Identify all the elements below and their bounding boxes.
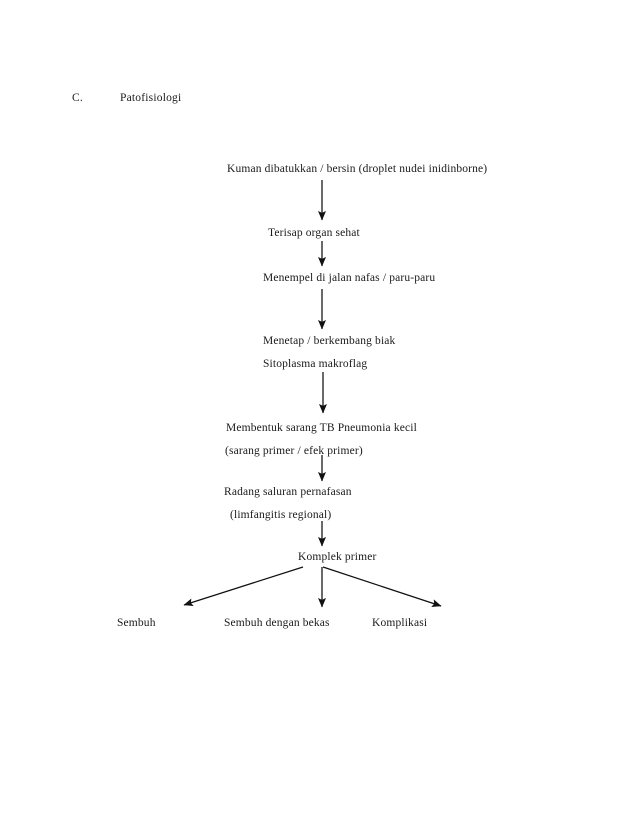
node-inflammation-detail: (limfangitis regional) (230, 509, 332, 521)
section-letter: C. (72, 92, 83, 104)
node-complication: Komplikasi (372, 617, 428, 629)
node-healed-with-scar: Sembuh dengan bekas (224, 617, 330, 629)
node-absorb: Terisap organ sehat (268, 227, 360, 239)
arrow-complex-to-heal (183, 566, 304, 607)
node-primary-complex: Komplek primer (298, 551, 377, 563)
node-settle: Menetap / berkembang biak (263, 335, 396, 347)
node-attach: Menempel di jalan nafas / paru-paru (263, 272, 436, 284)
section-title: Patofisiologi (120, 92, 182, 104)
node-inflammation: Radang saluran pernafasan (224, 486, 352, 498)
node-form-nest-detail: (sarang primer / efek primer) (225, 445, 363, 457)
node-inhale: Kuman dibatukkan / bersin (droplet nudei… (227, 163, 488, 175)
node-healed: Sembuh (117, 617, 156, 629)
node-form-nest: Membentuk sarang TB Pneumonia kecil (226, 422, 417, 434)
arrow-complex-to-compl (322, 566, 442, 607)
node-cytoplasm: Sitoplasma makroflag (263, 358, 368, 370)
